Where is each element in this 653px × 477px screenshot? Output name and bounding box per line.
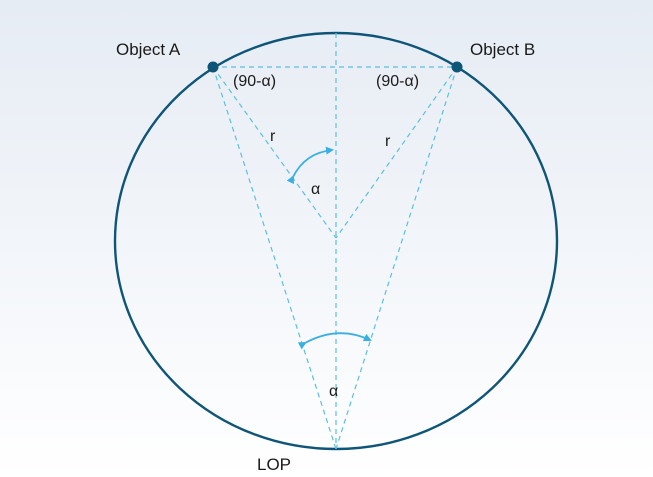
- object-b-label: Object B: [470, 40, 535, 59]
- complement-angle-right-label: (90-α): [376, 73, 419, 90]
- radius-left-label: r: [270, 128, 276, 145]
- radius-right-label: r: [385, 133, 391, 150]
- center-alpha-label: α: [311, 181, 320, 198]
- complement-angle-left-label: (90-α): [233, 73, 276, 90]
- line-b-to-lop: [335, 66, 458, 450]
- object-a-label: Object A: [116, 40, 181, 59]
- lop-label: LOP: [257, 455, 291, 474]
- line-a-to-lop: [212, 66, 337, 450]
- lop-alpha-label: α: [329, 383, 338, 400]
- radius-b-line: [335, 66, 458, 239]
- radius-a-line: [212, 66, 337, 239]
- center-angle-arc: [286, 146, 334, 185]
- object-b-point: [451, 61, 463, 73]
- object-a-point: [207, 61, 219, 73]
- lop-angle-arc: [297, 332, 372, 350]
